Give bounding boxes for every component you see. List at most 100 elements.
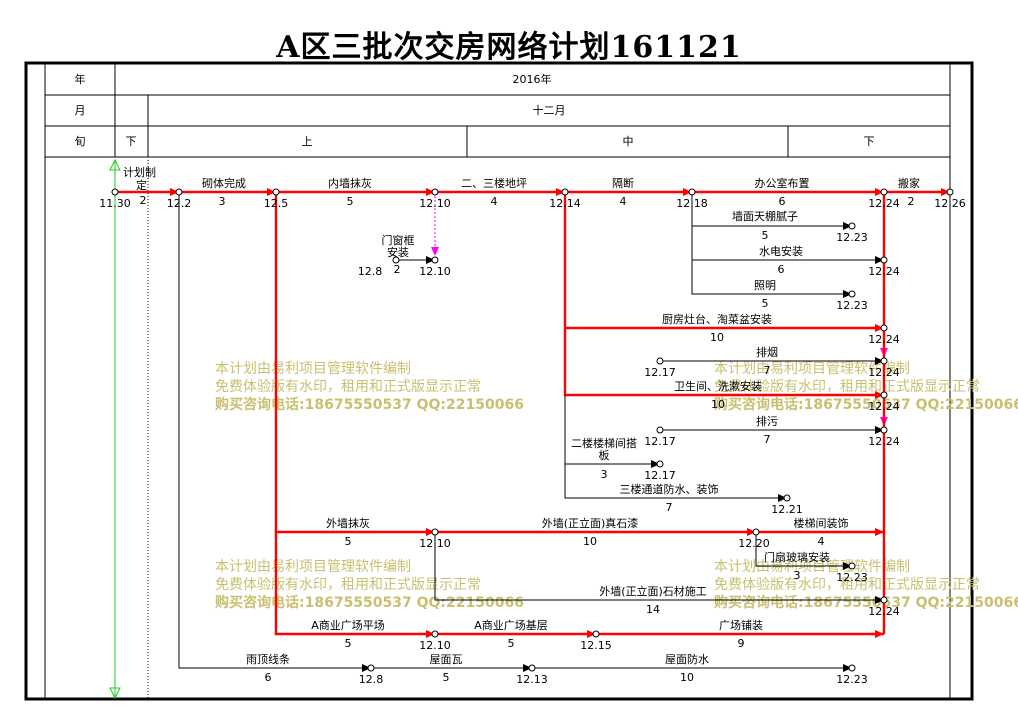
activity-duration: 9 (738, 637, 745, 650)
event-node (272, 188, 280, 196)
event-node (367, 664, 375, 672)
timeline-label-1: 计划制 (123, 166, 156, 179)
event-date: 12.15 (580, 639, 612, 652)
watermark-line: 购买咨询电话:18675550537 QQ:22150066 (714, 594, 1018, 611)
activity-duration: 6 (779, 195, 786, 208)
watermark-line: 本计划由易利项目管理软件编制 (714, 559, 910, 575)
activity-arrow-canopy-molding (178, 192, 371, 672)
event-date: 12.23 (836, 571, 868, 584)
watermark-line: 本计划由易利项目管理软件编制 (215, 559, 411, 575)
activity-duration: 2 (908, 195, 915, 208)
activity-duration: 3 (219, 195, 226, 208)
activity-duration: 4 (620, 195, 627, 208)
watermark-line: 免费体验版有水印，租用和正式版显示正常 (714, 379, 980, 395)
activity-name: 二楼楼梯间搭 (571, 436, 637, 450)
event-node (848, 664, 856, 672)
event-node (752, 528, 760, 536)
watermark-line: 购买咨询电话:18675550537 QQ:22150066 (714, 396, 1018, 413)
event-node (783, 494, 791, 502)
event-node (592, 630, 600, 638)
event-date: 11.30 (99, 197, 131, 210)
activity-name: 隔断 (612, 176, 634, 190)
row-label-month: 月 (75, 104, 86, 117)
activity-name: 厨房灶台、淘菜盆安装 (662, 312, 772, 326)
activity-name: 三楼通道防水、装饰 (620, 482, 719, 496)
watermark-line: 本计划由易利项目管理软件编制 (215, 361, 411, 377)
event-date: 12.10 (419, 537, 451, 550)
event-date: 12.24 (868, 435, 900, 448)
nodes-layer (111, 188, 954, 672)
activity-name: 雨顶线条 (246, 652, 290, 666)
edges-layer (115, 188, 950, 672)
event-date: 12.2 (167, 197, 192, 210)
activity-duration: 5 (508, 637, 515, 650)
period-mid: 中 (623, 135, 634, 148)
event-node (880, 426, 888, 434)
labels-layer: 2砌体完成3内墙抹灰5二、三楼地坪4隔断4办公室布置6搬家2门窗框安装2墙面天棚… (99, 176, 966, 686)
activity-duration: 5 (345, 637, 352, 650)
event-node (880, 391, 888, 399)
event-node (848, 562, 856, 570)
event-date: 12.24 (868, 366, 900, 379)
watermark: 本计划由易利项目管理软件编制 免费体验版有水印，租用和正式版显示正常 购买咨询电… (215, 361, 1018, 611)
event-date: 12.14 (549, 197, 581, 210)
event-date: 12.17 (644, 366, 676, 379)
period-early: 上 (302, 135, 313, 148)
event-node (880, 357, 888, 365)
event-date: 12.24 (868, 333, 900, 346)
activity-name: 墙面天棚腻子 (732, 209, 798, 223)
timeline-arrow-top (109, 158, 121, 171)
month-value: 十二月 (533, 103, 566, 117)
event-date: 12.17 (644, 469, 676, 482)
activity-duration: 7 (666, 501, 673, 514)
activity-name: 外墙(正立面)石材施工 (599, 584, 707, 598)
watermark-line: 本计划由易利项目管理软件编制 (714, 361, 910, 377)
activity-duration: 7 (764, 433, 771, 446)
activity-duration: 10 (710, 331, 724, 344)
event-node (946, 188, 954, 196)
activity-name: 安装 (387, 245, 409, 259)
time-header: 年 月 旬 2016年 十二月 下 上 中 下 (45, 64, 950, 158)
activity-name: 排烟 (756, 345, 778, 359)
event-date: 12.23 (836, 299, 868, 312)
activity-name: 屋面瓦 (430, 653, 463, 666)
activity-name: 广场铺装 (719, 618, 763, 632)
event-node (431, 630, 439, 638)
event-date: 12.23 (836, 673, 868, 686)
activity-duration: 10 (711, 398, 725, 411)
event-date: 12.20 (738, 537, 770, 550)
watermark-line: 免费体验版有水印，租用和正式版显示正常 (215, 379, 481, 395)
event-node (431, 188, 439, 196)
event-node (880, 188, 888, 196)
event-node (880, 596, 888, 604)
activity-duration: 6 (265, 671, 272, 684)
activity-arrow-plaza-leveling (274, 532, 435, 638)
watermark-line: 免费体验版有水印，租用和正式版显示正常 (215, 577, 481, 593)
event-node (175, 188, 183, 196)
activity-duration: 4 (491, 195, 498, 208)
activity-duration: 3 (794, 569, 801, 582)
watermark-line: 免费体验版有水印，租用和正式版显示正常 (714, 577, 980, 593)
event-date: 12.18 (676, 197, 708, 210)
activity-name: 外墙抹灰 (326, 516, 370, 530)
activity-duration: 5 (443, 671, 450, 684)
event-date: 12.17 (644, 435, 676, 448)
event-node (431, 256, 439, 264)
year-value: 2016年 (513, 72, 552, 86)
activity-name: 外墙(正立面)真石漆 (542, 516, 639, 530)
event-node (880, 256, 888, 264)
event-date: 12.24 (868, 605, 900, 618)
period-late: 下 (864, 135, 875, 148)
event-node (111, 188, 119, 196)
event-date: 12.8 (358, 265, 383, 278)
watermark-line: 购买咨询电话:18675550537 QQ:22150066 (215, 594, 524, 611)
activity-duration: 3 (601, 468, 608, 481)
event-node (656, 357, 664, 365)
event-node (431, 528, 439, 536)
event-date: 12.10 (419, 265, 451, 278)
activity-duration: 5 (345, 535, 352, 548)
event-date: 12.5 (264, 197, 289, 210)
timeline-arrow-bottom (109, 687, 121, 700)
event-node (561, 188, 569, 196)
timeline-axis: 计划制 定 (109, 158, 156, 700)
